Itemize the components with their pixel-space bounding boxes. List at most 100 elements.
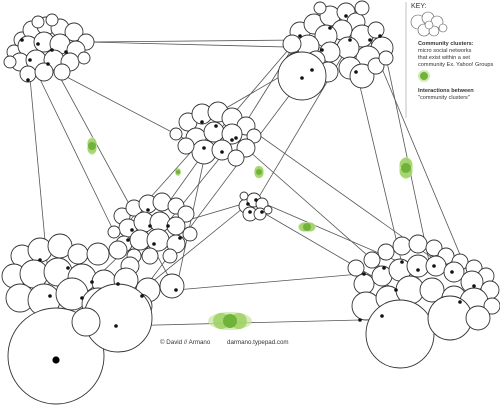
member-node bbox=[394, 288, 398, 292]
connection-line-12 bbox=[381, 37, 431, 267]
member-node bbox=[146, 208, 150, 212]
connection-line-26 bbox=[175, 273, 361, 291]
member-circle bbox=[483, 297, 500, 315]
member-circle bbox=[107, 225, 121, 239]
interaction-blob-2 bbox=[175, 168, 181, 176]
key-interaction-desc: "community clusters" bbox=[418, 95, 470, 101]
member-circle bbox=[169, 127, 183, 141]
member-node bbox=[90, 280, 94, 284]
member-circle bbox=[3, 55, 17, 69]
member-node bbox=[20, 38, 24, 42]
member-node bbox=[382, 266, 386, 270]
connection-line-11 bbox=[369, 39, 475, 289]
member-circle bbox=[239, 191, 249, 201]
member-node bbox=[116, 282, 120, 286]
member-node bbox=[152, 242, 156, 246]
member-circle bbox=[159, 273, 185, 299]
member-node bbox=[472, 284, 476, 288]
interactions bbox=[87, 137, 413, 330]
member-circle bbox=[263, 205, 273, 215]
member-node bbox=[298, 34, 302, 38]
member-circle bbox=[203, 121, 225, 143]
member-circle bbox=[282, 34, 302, 54]
member-circle bbox=[177, 205, 195, 223]
member-node bbox=[126, 238, 130, 242]
member-node bbox=[348, 38, 352, 42]
member-node bbox=[300, 76, 304, 80]
top-left-cluster bbox=[3, 13, 95, 83]
member-node bbox=[38, 258, 42, 262]
connection-line-6 bbox=[85, 39, 301, 43]
member-circle bbox=[392, 236, 412, 256]
member-node bbox=[310, 68, 314, 72]
member-circle bbox=[465, 305, 491, 331]
member-node bbox=[46, 62, 50, 66]
member-node bbox=[378, 34, 382, 38]
member-node bbox=[344, 14, 348, 18]
member-node bbox=[66, 266, 70, 270]
member-circle bbox=[86, 242, 110, 266]
member-node bbox=[254, 198, 258, 202]
connection-line-18 bbox=[255, 199, 419, 271]
member-node bbox=[248, 210, 252, 214]
top-right-cluster bbox=[277, 0, 394, 101]
member-circle bbox=[425, 255, 447, 277]
member-node bbox=[380, 314, 384, 318]
member-circle bbox=[354, 0, 370, 16]
member-node bbox=[64, 50, 68, 54]
member-node bbox=[202, 146, 206, 150]
member-node bbox=[140, 294, 144, 298]
member-node bbox=[174, 288, 178, 292]
member-node bbox=[246, 202, 250, 206]
key-title: KEY: bbox=[411, 3, 427, 10]
member-circle bbox=[211, 139, 233, 161]
member-circle bbox=[377, 243, 395, 261]
member-node bbox=[358, 318, 362, 322]
key-interaction-icon bbox=[418, 70, 430, 82]
key-interaction-label: Interactions between bbox=[418, 88, 474, 94]
member-circle bbox=[227, 149, 245, 167]
member-node bbox=[178, 236, 182, 240]
member-node bbox=[80, 296, 84, 300]
member-circle bbox=[313, 1, 327, 15]
member-circle bbox=[378, 50, 394, 66]
member-node bbox=[458, 300, 462, 304]
key-community-label: Community clusters: bbox=[418, 41, 474, 47]
member-node bbox=[214, 124, 218, 128]
key-cluster-icon bbox=[410, 11, 448, 37]
hub-node bbox=[52, 356, 60, 364]
member-circle bbox=[53, 63, 71, 81]
member-node bbox=[130, 228, 134, 232]
member-circle bbox=[419, 277, 445, 303]
member-node bbox=[320, 48, 324, 52]
member-node bbox=[114, 324, 118, 328]
interaction-blob-6 bbox=[399, 157, 413, 179]
member-circle bbox=[45, 13, 59, 27]
member-node bbox=[148, 224, 152, 228]
key-community-desc-2: that exist within a set bbox=[418, 55, 470, 61]
member-node bbox=[28, 58, 32, 62]
key-community-desc-3: community Ex. Yahoo! Groups bbox=[418, 62, 494, 68]
member-node bbox=[166, 224, 170, 228]
member-circle bbox=[353, 273, 375, 295]
bottom-left-cluster bbox=[1, 233, 185, 405]
interaction-blob-5 bbox=[208, 312, 252, 330]
member-circle bbox=[277, 51, 327, 101]
member-node bbox=[328, 26, 332, 30]
member-node bbox=[26, 78, 30, 82]
member-circle bbox=[141, 247, 159, 265]
member-node bbox=[400, 260, 404, 264]
member-node bbox=[260, 210, 264, 214]
member-node bbox=[220, 150, 224, 154]
credit-site: darmano.typepad.com bbox=[227, 339, 289, 346]
member-circle bbox=[182, 226, 198, 242]
member-circle bbox=[363, 251, 381, 269]
interaction-blob-3 bbox=[254, 165, 264, 179]
member-circle bbox=[336, 36, 360, 60]
member-node bbox=[432, 264, 436, 268]
member-node bbox=[368, 38, 372, 42]
member-circle bbox=[365, 299, 435, 369]
member-circle bbox=[162, 248, 178, 264]
member-circle bbox=[67, 243, 89, 265]
